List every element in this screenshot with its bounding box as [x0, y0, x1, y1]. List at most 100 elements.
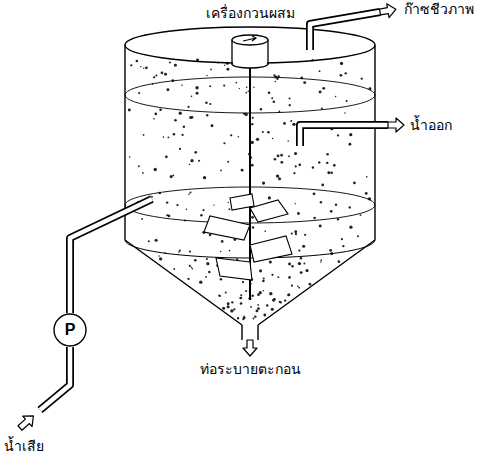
- sludge-dot: [176, 204, 178, 206]
- sludge-dot: [220, 278, 223, 281]
- sludge-dot: [344, 112, 346, 114]
- sludge-dot: [183, 126, 185, 128]
- sludge-dot: [289, 104, 291, 106]
- sludge-dot: [353, 182, 356, 185]
- sludge-dot: [291, 265, 293, 267]
- sludge-dot: [313, 192, 316, 195]
- sludge-dot: [196, 92, 199, 95]
- sludge-dot: [206, 262, 209, 265]
- mixer-paddle: [250, 236, 292, 262]
- sludge-dot: [209, 234, 212, 237]
- sludge-dot: [206, 258, 208, 260]
- drain-pipe: [242, 325, 258, 340]
- sludge-dot: [348, 143, 351, 146]
- sludge-dot: [251, 123, 253, 125]
- sludge-dot: [187, 106, 189, 108]
- influent-pipe: [70, 199, 152, 313]
- sludge-dot: [190, 159, 193, 162]
- sludge-dot: [284, 299, 286, 301]
- sludge-dot: [239, 88, 240, 89]
- sludge-dot: [161, 71, 164, 74]
- sludge-dot: [138, 165, 140, 167]
- effluent-arrow: [388, 118, 404, 132]
- sludge-dot: [277, 155, 280, 158]
- sludge-dot: [158, 255, 159, 256]
- sludge-dot: [172, 175, 174, 177]
- pump-circle: [54, 314, 86, 346]
- sludge-dot: [300, 271, 303, 274]
- sludge-dot: [294, 152, 297, 155]
- sludge-dot: [320, 261, 322, 263]
- sludge-dot: [271, 308, 274, 311]
- sludge-dot: [338, 260, 341, 263]
- sludge-dot: [326, 162, 328, 164]
- sludge-dot: [173, 133, 176, 136]
- sludge-dot: [165, 155, 168, 158]
- sludge-dot: [237, 317, 239, 319]
- sludge-dot: [329, 249, 332, 252]
- mixer-paddle: [204, 216, 250, 240]
- mixer-paddle: [230, 194, 254, 210]
- sludge-dot: [337, 218, 339, 220]
- mixer-paddles: [204, 194, 292, 280]
- sludge-dot: [337, 134, 339, 136]
- sludge-dot: [313, 217, 316, 220]
- sludge-dot: [365, 192, 368, 195]
- sludge-dot: [199, 280, 202, 283]
- sludge-dot: [303, 81, 306, 84]
- sludge-dot: [321, 107, 323, 109]
- tank-wall: [374, 45, 375, 240]
- sludge-dot: [298, 249, 300, 251]
- sludge-dot: [228, 208, 230, 210]
- sludge-dot: [330, 171, 333, 174]
- sludge-dot: [237, 317, 239, 319]
- tank-outline: [125, 27, 375, 340]
- sludge-dot: [287, 293, 290, 296]
- sludge-dot: [279, 301, 282, 304]
- influent-pipe-bore: [70, 199, 152, 313]
- sludge-dot: [230, 134, 232, 136]
- sludge-dot: [198, 160, 200, 162]
- sludge-dot: [283, 122, 286, 125]
- sludge-dot: [274, 158, 277, 161]
- sludge-dot: [227, 305, 230, 308]
- sludge-dot: [155, 239, 158, 242]
- sludge-dot: [273, 298, 276, 301]
- sludge-dot: [275, 81, 276, 82]
- sludge-dot: [189, 191, 191, 193]
- sludge-dot: [242, 281, 244, 283]
- sludge-dot: [319, 70, 321, 72]
- sludge-dot: [360, 214, 362, 216]
- sludge-dot: [181, 85, 183, 87]
- sludge-dot: [320, 259, 322, 261]
- sludge-dot: [269, 292, 272, 295]
- sludge-dot: [319, 90, 322, 93]
- sludge-dot: [245, 92, 247, 94]
- sludge-dot: [257, 307, 260, 310]
- effluent-pipe-bore: [300, 125, 388, 146]
- sludge-dot: [280, 154, 283, 157]
- sludge-dot: [251, 141, 254, 144]
- sludge-dot: [304, 234, 306, 236]
- sludge-dot: [241, 169, 244, 172]
- sludge-dot: [346, 100, 348, 102]
- influent-pipe-bore: [40, 347, 70, 410]
- sludge-dot: [292, 123, 295, 126]
- sludge-dot: [262, 290, 264, 292]
- sludge-dot: [289, 98, 291, 100]
- sludge-dot: [220, 170, 222, 172]
- sludge-dot: [194, 151, 197, 154]
- sludge-dot: [319, 225, 322, 228]
- sludge-dot: [222, 307, 225, 310]
- sludge-dot: [287, 140, 289, 142]
- sludge-dot: [268, 91, 271, 94]
- sludge-dot: [218, 295, 220, 297]
- sludge-dot: [189, 250, 191, 252]
- sludge-dot: [333, 164, 336, 167]
- sludge-dot: [229, 250, 231, 252]
- sludge-dot: [191, 267, 193, 269]
- sludge-dot: [276, 78, 278, 80]
- sludge-dot: [327, 171, 330, 174]
- sludge-dot: [254, 315, 256, 317]
